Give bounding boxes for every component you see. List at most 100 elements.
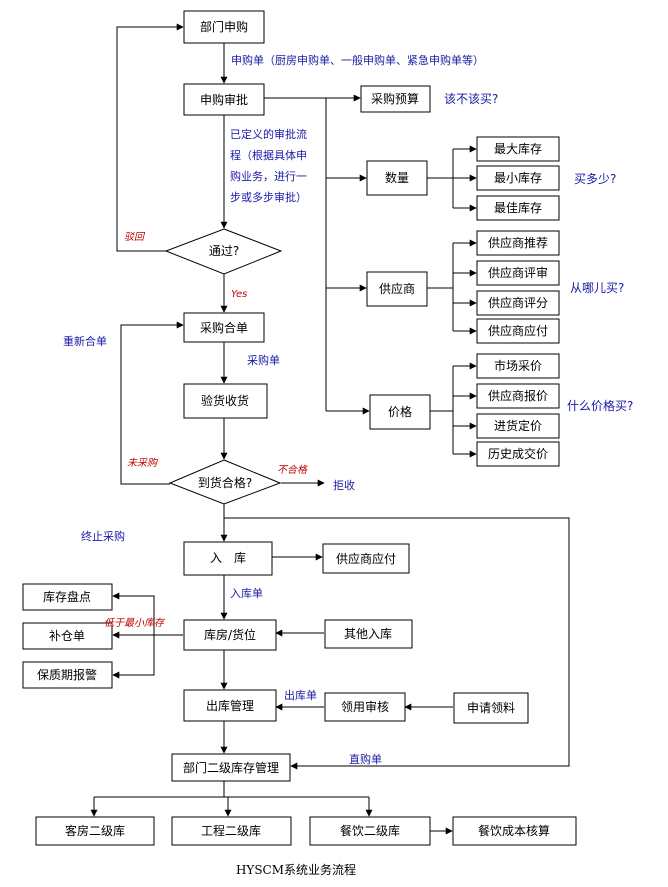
label-direct-purchase: 直购单: [349, 752, 382, 766]
node-purchase-contract: 采购合单: [183, 312, 265, 343]
node-requisition-review: 领用审核: [324, 692, 406, 722]
node-price: 价格: [369, 394, 431, 430]
svg-text:供应商应付: 供应商应付: [488, 323, 548, 338]
svg-text:库房/货位: 库房/货位: [204, 627, 256, 642]
label-unqualified: 不合格: [277, 464, 308, 476]
label-approval-line-4: 步或多步审批）: [230, 190, 307, 204]
svg-text:采购合单: 采购合单: [200, 320, 248, 335]
node-approved-decision: 通过?: [164, 228, 283, 275]
node-dept-secondary: 部门二级库存管理: [171, 753, 291, 782]
node-supplier: 供应商: [366, 271, 428, 307]
node-quantity: 数量: [366, 160, 428, 196]
node-max-stock: 最大库存: [476, 136, 560, 162]
svg-text:最小库存: 最小库存: [494, 170, 542, 185]
node-purchase-budget: 采购预算: [360, 85, 431, 113]
node-stock-out: 出库管理: [183, 689, 277, 722]
svg-text:客房二级库: 客房二级库: [65, 823, 125, 838]
label-stock-in-form: 入库单: [230, 587, 263, 600]
node-purchase-price: 进货定价: [476, 413, 560, 439]
question-should-buy: 该不该买?: [444, 92, 498, 106]
svg-text:库存盘点: 库存盘点: [43, 589, 91, 604]
label-approval-line-3: 购业务，进行一: [230, 169, 307, 183]
label-not-purchased: 未采购: [127, 457, 159, 469]
edge-to-inventory-count: [112, 592, 183, 636]
label-reject-back: 驳回: [124, 231, 146, 243]
svg-text:餐饮成本核算: 餐饮成本核算: [478, 823, 550, 838]
svg-text:申购审批: 申购审批: [200, 92, 248, 107]
label-stock-out-form: 出库单: [284, 688, 317, 702]
label-terminate: 终止采购: [81, 529, 125, 543]
label-purchase-forms: 申购单（厨房申购单、一般申购单、紧急申购单等）: [231, 53, 484, 67]
question-what-price: 什么价格买?: [567, 398, 633, 413]
svg-text:保质期报警: 保质期报警: [37, 667, 97, 682]
label-recombine: 重新合单: [63, 334, 107, 348]
label-approval-line-2: 程（根据具体申: [230, 148, 307, 162]
node-history-price: 历史成交价: [476, 441, 560, 467]
node-replenish: 补仓单: [22, 622, 113, 650]
svg-text:供应商评审: 供应商评审: [488, 265, 548, 280]
svg-text:供应商报价: 供应商报价: [488, 388, 548, 403]
svg-text:价格: 价格: [388, 404, 412, 419]
svg-text:餐饮二级库: 餐饮二级库: [340, 823, 400, 838]
node-qualified-decision: 到货合格?: [168, 459, 282, 505]
svg-text:部门二级库存管理: 部门二级库存管理: [183, 760, 279, 775]
svg-text:入 库: 入 库: [210, 550, 246, 565]
node-min-stock: 最小库存: [476, 165, 560, 191]
label-refuse: 拒收: [333, 478, 355, 492]
svg-text:最佳库存: 最佳库存: [494, 200, 542, 215]
nodes: 部门申购 申购审批 采购预算 数量 最大库存 最小库存 最佳库存 供应商: [22, 10, 577, 846]
svg-text:验货收货: 验货收货: [201, 393, 249, 408]
svg-text:最大库存: 最大库存: [494, 141, 542, 156]
label-below-min: 低于最小库存: [104, 617, 166, 629]
diagram-caption: HYSCM系统业务流程: [236, 862, 356, 877]
svg-text:数量: 数量: [385, 170, 409, 185]
svg-text:市场采价: 市场采价: [494, 358, 542, 373]
label-approval-line-1: 已定义的审批流: [230, 127, 307, 141]
svg-text:其他入库: 其他入库: [344, 626, 392, 641]
node-purchase-approval: 申购审批: [183, 83, 265, 116]
svg-text:出库管理: 出库管理: [206, 698, 254, 713]
node-other-in: 其他入库: [324, 619, 413, 649]
edge-reject-loop: [116, 23, 184, 252]
edge-recombine-loop: [120, 321, 184, 485]
edge-labels: 申购单（厨房申购单、一般申购单、紧急申购单等） 已定义的审批流 程（根据具体申 …: [63, 53, 484, 766]
node-supplier-recommend: 供应商推荐: [476, 230, 560, 256]
node-food-cost: 餐饮成本核算: [452, 816, 577, 846]
svg-text:部门申购: 部门申购: [200, 19, 248, 34]
node-supplier-payable-2: 供应商应付: [322, 543, 410, 574]
node-warehouse-location: 库房/货位: [183, 619, 277, 651]
node-inspection: 验货收货: [183, 383, 268, 419]
svg-text:通过?: 通过?: [209, 244, 239, 258]
question-how-many: 买多少?: [574, 172, 616, 186]
node-supplier-score: 供应商评分: [476, 290, 560, 316]
node-market-price: 市场采价: [476, 353, 560, 379]
edges: [90, 23, 570, 835]
svg-text:供应商: 供应商: [379, 281, 415, 296]
edge-to-expiry: [112, 635, 155, 679]
node-engineering-secondary: 工程二级库: [171, 816, 292, 846]
label-yes: Yes: [231, 289, 247, 300]
svg-text:补仓单: 补仓单: [49, 629, 85, 643]
svg-text:工程二级库: 工程二级库: [201, 823, 261, 838]
node-dept-purchase: 部门申购: [183, 10, 265, 44]
svg-text:采购预算: 采购预算: [371, 91, 419, 106]
node-inventory-count: 库存盘点: [22, 583, 113, 611]
questions: 该不该买? 买多少? 从哪儿买? 什么价格买?: [444, 92, 633, 413]
node-supplier-payable-1: 供应商应付: [476, 318, 560, 344]
edge-direct-purchase: [224, 517, 570, 770]
node-supplier-quote: 供应商报价: [476, 383, 560, 409]
svg-text:历史成交价: 历史成交价: [488, 446, 548, 461]
svg-text:供应商评分: 供应商评分: [488, 295, 548, 310]
svg-text:领用审核: 领用审核: [341, 699, 389, 714]
question-where: 从哪儿买?: [570, 281, 624, 295]
node-best-stock: 最佳库存: [476, 195, 560, 221]
label-purchase-order: 采购单: [247, 353, 280, 367]
svg-text:申请领料: 申请领料: [467, 701, 515, 715]
node-expiry-alert: 保质期报警: [22, 661, 113, 689]
svg-text:供应商应付: 供应商应付: [336, 551, 396, 566]
node-food-secondary: 餐饮二级库: [309, 816, 431, 846]
svg-text:到货合格?: 到货合格?: [198, 475, 252, 490]
svg-text:进货定价: 进货定价: [494, 418, 542, 433]
node-supplier-review: 供应商评审: [476, 260, 560, 286]
